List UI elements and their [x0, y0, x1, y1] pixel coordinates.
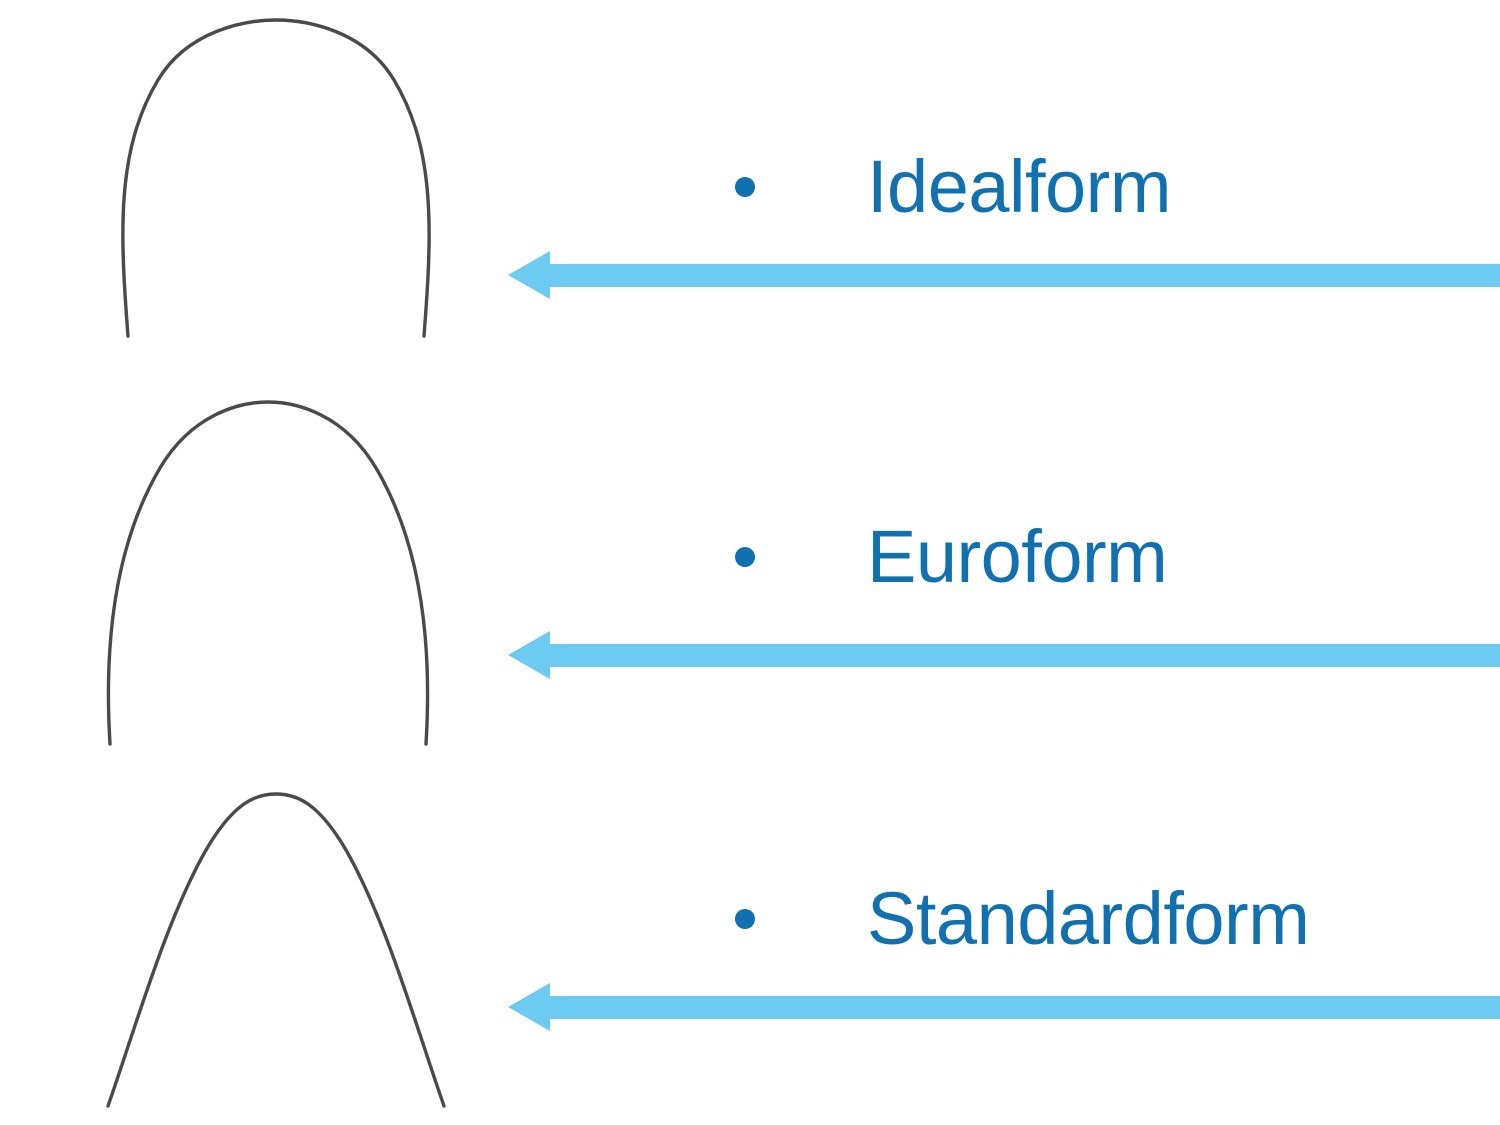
archwire-standardform-figure — [88, 788, 463, 1108]
arrow-left-icon — [508, 251, 1500, 299]
arrow-left-euroform — [508, 629, 1500, 681]
archwire-euroform-figure — [88, 396, 448, 746]
bullet-point-icon — [735, 177, 755, 197]
archwire-euroform-icon — [106, 400, 430, 746]
bullet-row-standardform: Standardform — [735, 877, 1310, 960]
label-euroform: Euroform — [867, 515, 1168, 598]
bullet-row-euroform: Euroform — [735, 515, 1168, 598]
arrow-left-icon — [508, 983, 1500, 1031]
bullet-point-icon — [735, 547, 755, 567]
archwire-idealform-figure — [96, 18, 456, 338]
label-idealform: Idealform — [867, 145, 1171, 228]
arrow-left-idealform — [508, 249, 1500, 301]
arrow-left-icon — [508, 631, 1500, 679]
archwire-standardform-icon — [106, 792, 446, 1108]
label-standardform: Standardform — [867, 877, 1310, 960]
bullet-row-idealform: Idealform — [735, 150, 1171, 224]
archwire-idealform-icon — [121, 18, 431, 338]
bullet-point-icon — [735, 909, 755, 929]
arrow-left-standardform — [508, 981, 1500, 1033]
